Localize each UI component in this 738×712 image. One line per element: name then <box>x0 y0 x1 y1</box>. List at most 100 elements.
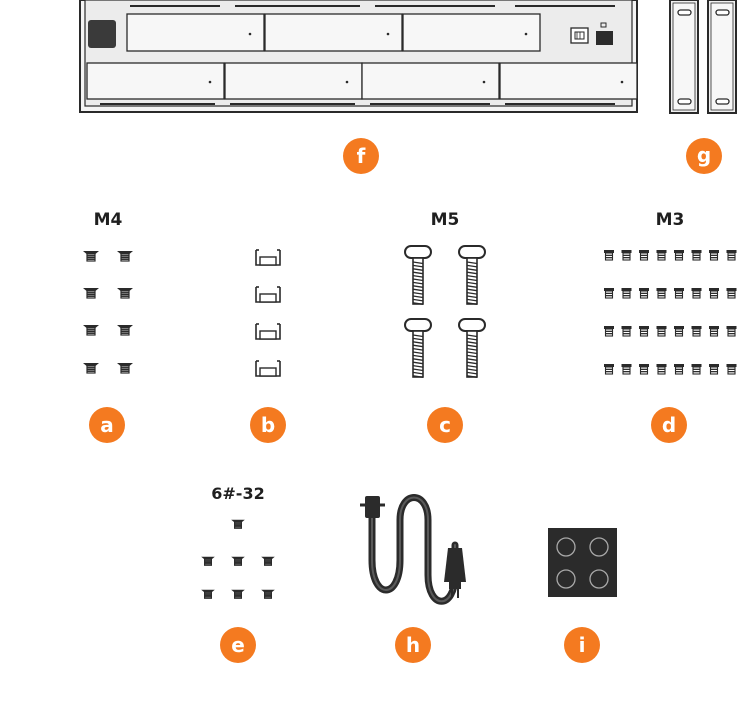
six32-screws <box>201 519 275 599</box>
badge-g-letter: g <box>697 143 711 167</box>
m3-screw <box>621 364 632 375</box>
m3-screw <box>726 326 737 337</box>
m3-screw <box>691 364 702 375</box>
m3-screw <box>604 288 614 299</box>
m3-screw <box>656 288 667 299</box>
m3-screws <box>604 250 737 375</box>
m4-screw <box>117 363 133 374</box>
m3-screw <box>656 364 667 375</box>
m3-screw <box>691 250 702 261</box>
m3-screw <box>604 250 614 261</box>
m3-screw <box>639 250 649 261</box>
m3-screw <box>604 364 614 375</box>
badge-b: b <box>250 407 286 443</box>
m3-screw <box>709 364 719 375</box>
badge-g: g <box>686 138 722 174</box>
m3-screw <box>709 250 719 261</box>
rubber-feet-pad <box>548 528 617 597</box>
m4-screw <box>83 288 99 299</box>
m3-screw <box>674 288 684 299</box>
badge-e: e <box>220 627 256 663</box>
m4-screw <box>83 325 99 336</box>
six32-screw <box>201 589 215 599</box>
rack-device-front <box>79 0 638 113</box>
badge-c: c <box>427 407 463 443</box>
m4-screw <box>83 251 99 262</box>
console-port-icon <box>596 22 613 45</box>
m3-screw <box>639 288 649 299</box>
m5-screw <box>404 318 432 378</box>
rubber-foot <box>589 569 609 589</box>
ethernet-port-icon <box>570 27 589 44</box>
label-m4: M4 <box>94 210 123 230</box>
m3-screw <box>691 326 702 337</box>
m3-screw <box>621 250 632 261</box>
badge-i: i <box>564 627 600 663</box>
badge-h: h <box>395 627 431 663</box>
m5-screw <box>458 245 486 305</box>
badge-d-letter: d <box>662 413 676 437</box>
badge-i-letter: i <box>579 633 586 657</box>
m4-screws <box>83 251 133 374</box>
m3-screw <box>674 326 684 337</box>
six32-screw <box>201 556 215 566</box>
device-button-square <box>88 20 116 48</box>
cage-nut-clip <box>255 286 281 303</box>
six32-screw <box>261 556 275 566</box>
m3-screw <box>674 364 684 375</box>
label-m5: M5 <box>431 210 460 230</box>
iec-connector <box>365 496 380 518</box>
m3-screw <box>726 288 737 299</box>
six32-screw <box>231 519 245 529</box>
badge-d: d <box>651 407 687 443</box>
label-m3: M3 <box>656 210 685 230</box>
rubber-foot <box>556 537 576 557</box>
m3-screw <box>726 250 737 261</box>
m5-screw <box>458 318 486 378</box>
rubber-foot <box>589 537 609 557</box>
drive-bays-top <box>126 13 541 52</box>
cage-nut-clip <box>255 360 281 377</box>
m3-screw <box>726 364 737 375</box>
m3-screw <box>621 326 632 337</box>
six32-screw <box>261 589 275 599</box>
m3-screw <box>604 326 614 337</box>
rack-ear-right <box>707 0 737 114</box>
m4-screw <box>117 251 133 262</box>
m4-screw <box>83 363 99 374</box>
m3-screw <box>709 288 719 299</box>
power-plug <box>444 548 466 598</box>
m4-screw <box>117 325 133 336</box>
rubber-foot <box>556 569 576 589</box>
label-6-32: 6#-32 <box>211 484 264 503</box>
cage-nut-clip <box>255 249 281 266</box>
badge-a-letter: a <box>100 413 114 437</box>
six32-screw <box>231 589 245 599</box>
m3-screw <box>674 250 684 261</box>
rack-ear-left <box>669 0 699 114</box>
m3-screw <box>656 326 667 337</box>
m4-screw <box>117 288 133 299</box>
cage-nut-clips <box>255 249 281 377</box>
badge-f-letter: f <box>357 144 366 168</box>
badge-b-letter: b <box>261 413 275 437</box>
m5-screws <box>404 245 486 378</box>
badge-f: f <box>343 138 379 174</box>
power-cable <box>360 494 466 605</box>
m3-screw <box>621 288 632 299</box>
m3-screw <box>691 288 702 299</box>
badge-e-letter: e <box>231 633 245 657</box>
m5-screw <box>404 245 432 305</box>
drive-bays-bottom <box>86 62 638 100</box>
badge-c-letter: c <box>439 413 451 437</box>
m3-screw <box>709 326 719 337</box>
rack-ears <box>669 0 737 114</box>
m3-screw <box>656 250 667 261</box>
six32-screw <box>231 556 245 566</box>
badge-h-letter: h <box>406 633 420 657</box>
m3-screw <box>639 326 649 337</box>
cage-nut-clip <box>255 323 281 340</box>
badge-a: a <box>89 407 125 443</box>
m3-screw <box>639 364 649 375</box>
